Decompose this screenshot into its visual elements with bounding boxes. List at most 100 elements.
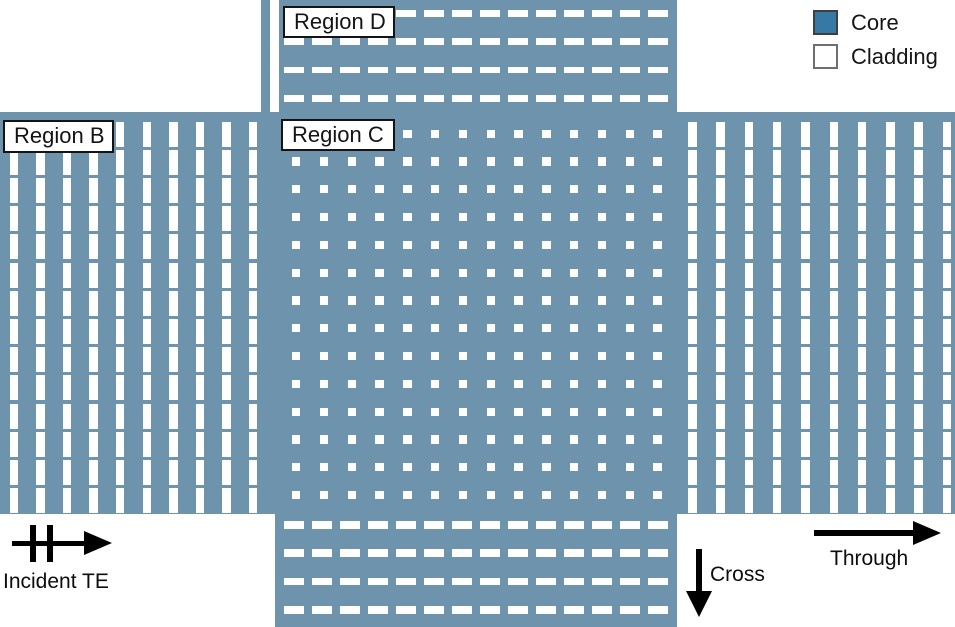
output-cladding-bar <box>744 403 754 429</box>
region-c-cladding-dot <box>403 296 412 305</box>
region-c-cladding-dot <box>625 407 634 416</box>
output-cladding-bar <box>914 262 923 288</box>
region-d-cladding-dash <box>619 66 640 74</box>
cladding-swatch-icon <box>813 44 838 69</box>
region-d-cladding-dash <box>591 95 612 102</box>
region-d-cladding-dash <box>451 66 472 74</box>
region-c-cladding-dot <box>403 351 412 361</box>
region-b-cladding-bar <box>195 290 205 316</box>
output-cladding-bar <box>942 290 952 316</box>
output-cladding-bar <box>886 459 895 485</box>
region-b-cladding-bar <box>62 149 72 175</box>
region-c-cladding-dot <box>375 268 384 277</box>
region-c-cladding-dot <box>292 463 301 472</box>
output-cladding-bar <box>857 262 867 288</box>
region-b-cladding-bar <box>115 262 125 288</box>
region-b-cladding-bar <box>248 403 258 429</box>
output-cladding-bar <box>942 177 952 203</box>
output-cladding-bar <box>914 290 923 316</box>
region-c-cladding-dot <box>458 296 468 305</box>
region-d-cladding-dash <box>423 66 444 74</box>
region-c-cladding-dot <box>542 129 551 138</box>
region-c-cladding-dot <box>597 490 607 500</box>
region-d-cladding-dash <box>563 66 584 74</box>
region-b-cladding-bar <box>9 177 18 203</box>
region-d-cladding-dash <box>283 38 304 45</box>
region-d-cladding-dash <box>535 38 556 45</box>
output-cladding-bar <box>716 459 725 485</box>
output-cladding-bar <box>914 375 923 401</box>
output-cladding-bar <box>801 318 810 344</box>
output-cladding-bar <box>829 290 838 316</box>
region-c-cladding-dot <box>292 379 301 389</box>
bottom-cladding-dash <box>311 549 332 557</box>
region-c-cladding-dot <box>486 129 495 138</box>
region-c-cladding-dot <box>403 185 412 194</box>
output-cladding-bar <box>914 488 923 514</box>
region-c-cladding-dot <box>570 435 579 444</box>
bottom-cladding-dash <box>395 606 416 614</box>
region-b-cladding-bar <box>89 488 98 514</box>
bottom-cladding-dash <box>507 521 528 529</box>
region-b-cladding-bar <box>36 459 45 485</box>
output-cladding-bar <box>829 347 838 373</box>
output-cladding-bar <box>716 431 725 457</box>
region-c-cladding-dot <box>570 379 579 389</box>
output-cladding-bar <box>942 318 952 344</box>
region-c-cladding-dot <box>486 268 495 277</box>
output-cladding-bar <box>829 375 838 401</box>
region-b-cladding-bar <box>62 318 72 344</box>
output-cladding-bar <box>744 347 754 373</box>
region-b-cladding-bar <box>195 149 205 175</box>
region-b-cladding-bar <box>169 459 178 485</box>
region-c-cladding-dot <box>653 324 662 333</box>
region-c-cladding-dot <box>625 490 634 500</box>
bottom-cladding-dash <box>507 577 528 586</box>
bottom-cladding-dash <box>563 549 584 557</box>
output-cladding-bar <box>716 347 725 373</box>
bottom-cladding-dash <box>563 577 584 586</box>
region-c-cladding-dot <box>458 129 468 138</box>
region-c-cladding-dot <box>514 296 523 305</box>
region-b-cladding-bar <box>142 206 151 232</box>
vertical-arm-top-edge-strip <box>261 0 270 112</box>
region-c-cladding-dot <box>653 268 662 277</box>
region-b-cladding-bar <box>142 177 151 203</box>
output-cladding-bar <box>744 234 754 260</box>
region-b-cladding-bar <box>9 149 18 175</box>
output-cladding-bar <box>886 403 895 429</box>
region-c-cladding-dot <box>514 379 523 389</box>
region-b-cladding-bar <box>169 262 178 288</box>
region-b-cladding-bar <box>62 347 72 373</box>
output-cladding-bar <box>886 431 895 457</box>
region-c-cladding-dot <box>597 407 607 416</box>
region-b-cladding-bar <box>222 234 231 260</box>
region-b-cladding-bar <box>89 375 98 401</box>
region-d-cladding-dash <box>283 66 304 74</box>
region-c-cladding-dot <box>458 379 468 389</box>
output-cladding-bar <box>688 488 697 514</box>
region-c-cladding-dot <box>625 379 634 389</box>
output-cladding-bar <box>857 121 867 147</box>
horizontal-arm-slab <box>0 112 955 514</box>
region-d-cladding-dash <box>647 95 668 102</box>
output-cladding-bar <box>829 206 838 232</box>
region-c-cladding-dot <box>597 268 607 277</box>
output-cladding-bar <box>857 431 867 457</box>
output-cladding-bar <box>914 403 923 429</box>
region-c-cladding-dot <box>486 490 495 500</box>
output-cladding-bar <box>886 318 895 344</box>
region-c-cladding-dot <box>597 435 607 444</box>
bottom-cladding-dash <box>535 577 556 586</box>
output-cladding-bar <box>857 403 867 429</box>
output-cladding-bar <box>744 431 754 457</box>
region-d-cladding-dash <box>507 95 528 102</box>
output-cladding-bar <box>688 431 697 457</box>
region-c-cladding-dot <box>375 240 384 250</box>
region-b-cladding-bar <box>9 347 18 373</box>
region-b-cladding-bar <box>142 488 151 514</box>
region-c-cladding-dot <box>403 212 412 222</box>
region-c-cladding-dot <box>542 379 551 389</box>
output-cladding-bar <box>829 234 838 260</box>
region-b-cladding-bar <box>62 290 72 316</box>
